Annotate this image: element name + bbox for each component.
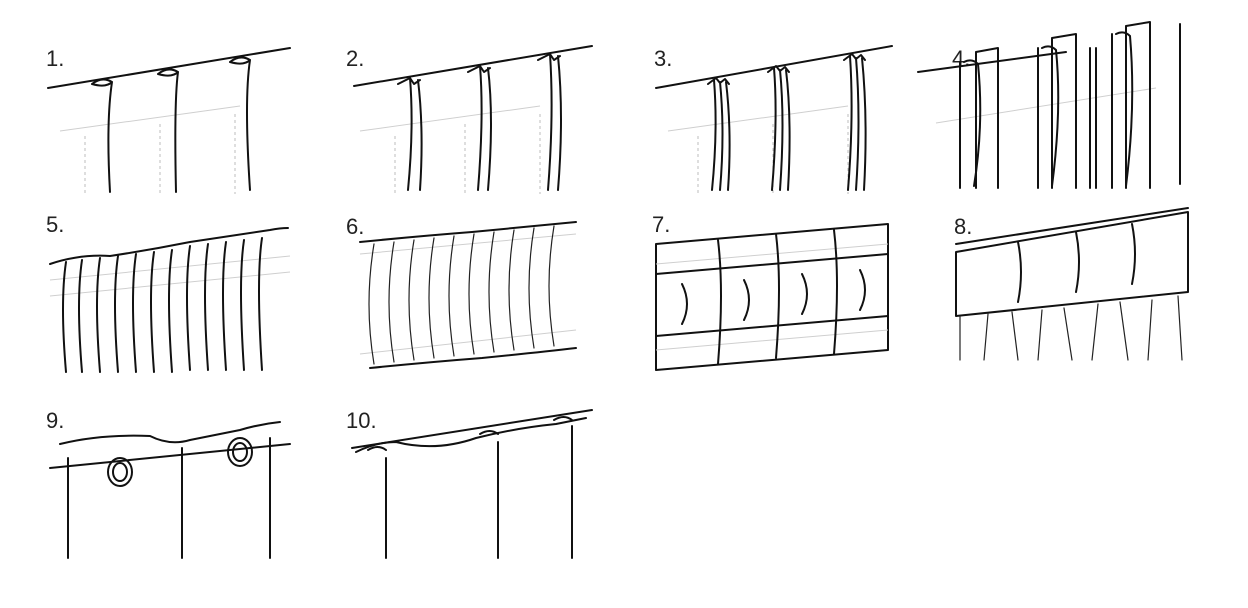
pleat-illustration-9: 9.	[46, 408, 291, 559]
panel-9: 9.	[40, 398, 300, 564]
panel-3: 3.	[648, 36, 908, 196]
panel-6: 6.	[340, 204, 600, 380]
pleat-illustration-4: 4.	[917, 21, 1181, 189]
panel-10: 10.	[340, 398, 600, 564]
panel-7: 7.	[648, 204, 908, 380]
panel-label: 9.	[46, 408, 64, 433]
panel-label: 7.	[652, 212, 670, 237]
pleat-illustration-1: 1.	[46, 46, 291, 194]
pleat-illustration-7: 7.	[652, 212, 889, 371]
pleat-illustration-5: 5.	[46, 212, 291, 373]
panel-2: 2.	[340, 36, 600, 196]
panel-label: 2.	[346, 46, 364, 71]
panel-4: 4.	[916, 18, 1196, 194]
panel-label: 1.	[46, 46, 64, 71]
pleat-illustration-8: 8.	[954, 207, 1189, 361]
panel-label: 8.	[954, 214, 972, 239]
panel-1: 1.	[40, 36, 300, 196]
panel-8: 8.	[952, 204, 1202, 380]
pleat-illustration-2: 2.	[346, 45, 593, 194]
pleat-illustration-10: 10.	[346, 408, 593, 559]
pleat-illustration-6: 6.	[346, 214, 577, 369]
panel-label: 5.	[46, 212, 64, 237]
pleat-illustration-3: 3.	[654, 45, 893, 194]
panel-label: 3.	[654, 46, 672, 71]
panel-label: 10.	[346, 408, 377, 433]
panel-5: 5.	[40, 204, 300, 380]
panel-label: 6.	[346, 214, 364, 239]
